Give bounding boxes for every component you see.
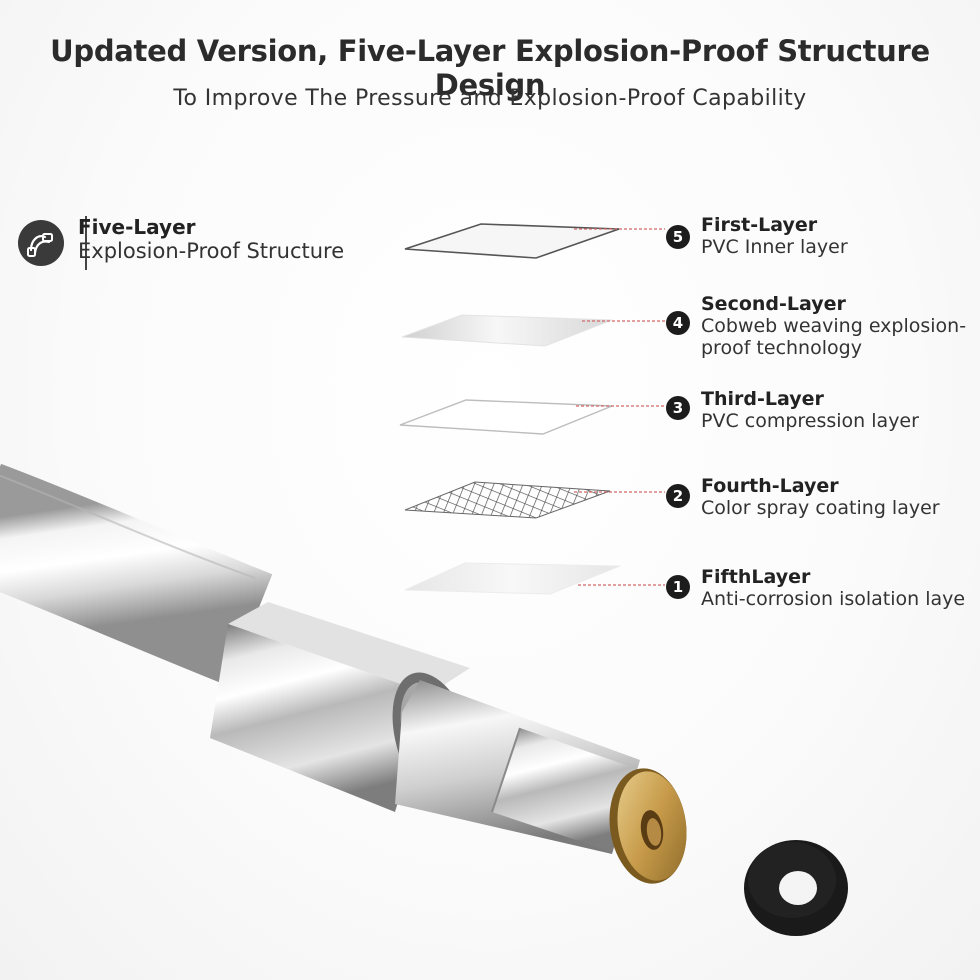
caption-divider <box>85 216 87 270</box>
structure-title: Five-Layer <box>78 215 196 239</box>
structure-subtitle: Explosion-Proof Structure <box>78 239 345 263</box>
layer-desc: Anti-corrosion isolation laye <box>701 588 966 610</box>
layer-desc: Color spray coating layer <box>701 497 940 519</box>
page-subtitle: To Improve The Pressure and Explosion-Pr… <box>173 86 807 111</box>
layer-badge-2: 2 <box>666 484 690 508</box>
layer-desc: Cobweb weaving explosion- <box>701 315 967 337</box>
layer-name: Third-Layer <box>701 388 824 410</box>
hose-structure-icon <box>18 220 64 266</box>
layer-desc: PVC Inner layer <box>701 236 848 258</box>
layer-sheet-second <box>401 314 613 347</box>
layer-name: FifthLayer <box>701 566 811 588</box>
inner-pipe <box>395 680 640 854</box>
layer-name: First-Layer <box>701 214 818 236</box>
layer-badge-4: 4 <box>666 311 690 335</box>
layer-desc: PVC compression layer <box>701 410 919 432</box>
layer-label-first: First-Layer PVC Inner layer <box>701 214 848 258</box>
layer-badge-5: 5 <box>666 225 690 249</box>
layer-badge-3: 3 <box>666 396 690 420</box>
layer-badge-1: 1 <box>666 575 690 599</box>
layer-label-fifth: FifthLayer Anti-corrosion isolation laye <box>701 566 965 610</box>
brass-fitting <box>609 768 687 884</box>
layer-sheet-third <box>399 399 613 435</box>
hose-body <box>0 463 273 686</box>
page-title: Updated Version, Five-Layer Explosion-Pr… <box>50 34 930 102</box>
layer-sheet-fourth <box>404 481 611 519</box>
layer-name: Second-Layer <box>701 293 846 315</box>
layer-label-fourth: Fourth-Layer Color spray coating layer <box>701 475 940 519</box>
layer-label-third: Third-Layer PVC compression layer <box>701 388 919 432</box>
rubber-washer <box>744 840 848 936</box>
layer-desc-cont: proof technology <box>701 337 862 359</box>
layer-label-second: Second-Layer Cobweb weaving explosion- p… <box>701 293 966 359</box>
layer-sheet-fifth <box>404 562 621 595</box>
layer-name: Fourth-Layer <box>701 475 839 497</box>
